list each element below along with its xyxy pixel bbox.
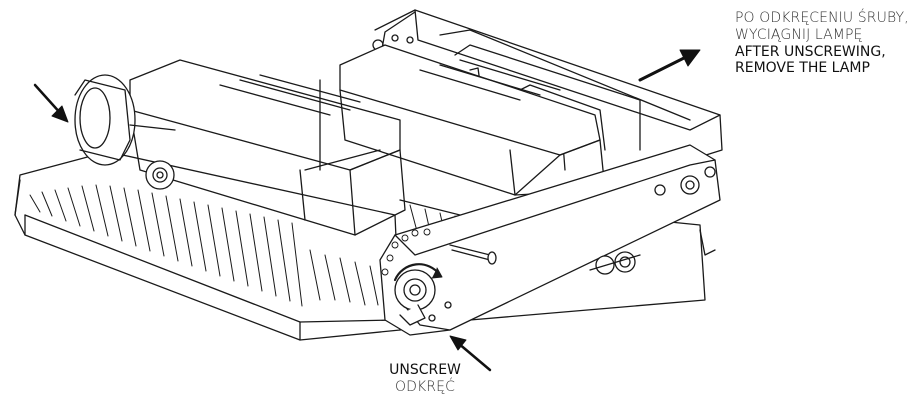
arrow-icon [638, 49, 701, 82]
remove-lamp-polish-line1: PO ODKRĘCENIU ŚRUBY, [735, 10, 909, 26]
arrow-icon [33, 83, 69, 123]
remove-lamp-polish-line2: WYCIĄGNIJ LAMPĘ [735, 26, 863, 43]
remove-lamp-annotation: PO ODKRĘCENIU ŚRUBY, WYCIĄGNIJ LAMPĘ AFT… [735, 10, 909, 77]
remove-lamp-english-line2: REMOVE THE LAMP [735, 60, 870, 77]
unscrew-english: UNSCREW [389, 362, 461, 378]
unscrew-polish: ODKRĘĆ [395, 378, 455, 395]
bracket-arm-front [379, 144, 721, 336]
remove-lamp-english-line1: AFTER UNSCREWING, [735, 43, 886, 60]
led-module-left [74, 59, 406, 236]
arrow-icon [449, 335, 492, 372]
unscrew-annotation: UNSCREW ODKRĘĆ [380, 362, 470, 396]
